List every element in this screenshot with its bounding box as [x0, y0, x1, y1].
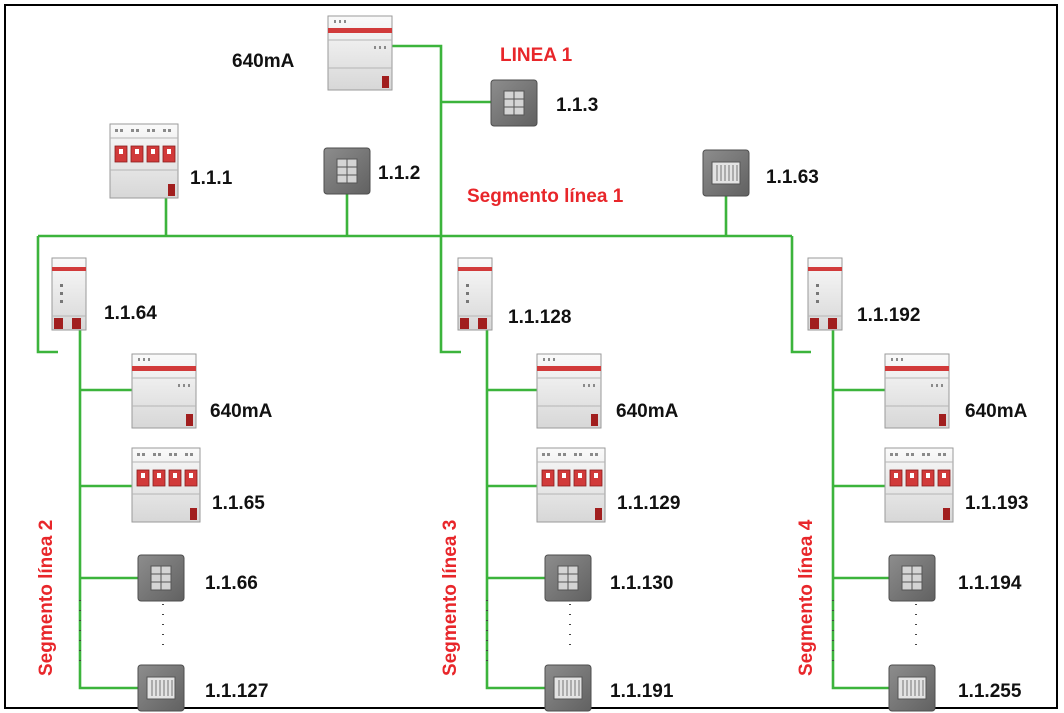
device-1-1-193-actuator: [884, 447, 954, 523]
device-1-1-255-panel: [888, 664, 936, 712]
device-1-1-129-actuator: [536, 447, 606, 523]
label-1-1-194: 1.1.194: [958, 573, 1022, 594]
device-1-1-66-pushbutton: [137, 554, 185, 602]
label-1-1-128: 1.1.128: [508, 307, 571, 328]
label-1-1-127: 1.1.127: [205, 681, 268, 702]
device-1-1-63-panel: [702, 149, 750, 197]
main-power-supply: [327, 15, 393, 91]
line-coupler-1-1-64: [51, 257, 87, 331]
label-1-1-129: 1.1.129: [617, 493, 680, 514]
line-coupler-1-1-192: [807, 257, 843, 331]
device-1-1-127-panel: [137, 664, 185, 712]
label-1-1-255: 1.1.255: [958, 681, 1022, 702]
segment-main-label: Segmento línea 1: [467, 186, 624, 207]
branch4-power-supply: [884, 353, 950, 429]
bus-wiring: [36, 44, 917, 690]
label-1-1-66: 1.1.66: [205, 573, 258, 594]
main-supply-label: 640mA: [232, 51, 295, 72]
device-1-1-130-pushbutton: [544, 554, 592, 602]
branch3-power-supply: [536, 353, 602, 429]
branch2-supply-label: 640mA: [210, 401, 273, 422]
segment-3-label: Segmento línea 3: [440, 520, 461, 676]
line-coupler-1-1-128: [457, 257, 493, 331]
label-1-1-193: 1.1.193: [965, 493, 1028, 514]
label-1-1-192: 1.1.192: [857, 305, 920, 326]
label-1-1-1: 1.1.1: [190, 168, 233, 189]
segment-2-label: Segmento línea 2: [36, 520, 57, 676]
device-1-1-191-panel: [544, 664, 592, 712]
branch4-supply-label: 640mA: [965, 401, 1028, 422]
label-1-1-191: 1.1.191: [610, 681, 674, 702]
label-1-1-65: 1.1.65: [212, 493, 265, 514]
branch2-power-supply: [131, 353, 197, 429]
device-1-1-3-pushbutton: [490, 79, 538, 127]
main-line-wire: [392, 44, 461, 354]
segment-4-label: Segmento línea 4: [796, 519, 817, 676]
line-title: LINEA 1: [500, 45, 573, 66]
device-1-1-194-pushbutton: [888, 554, 936, 602]
device-1-1-1-actuator: [109, 123, 179, 199]
label-1-1-64: 1.1.64: [104, 303, 157, 324]
device-1-1-65-actuator: [131, 447, 201, 523]
label-1-1-2: 1.1.2: [378, 163, 420, 184]
label-1-1-130: 1.1.130: [610, 573, 673, 594]
label-1-1-3: 1.1.3: [556, 95, 598, 116]
label-1-1-63: 1.1.63: [766, 167, 819, 188]
device-1-1-2-pushbutton: [323, 147, 371, 195]
branch3-supply-label: 640mA: [616, 401, 679, 422]
